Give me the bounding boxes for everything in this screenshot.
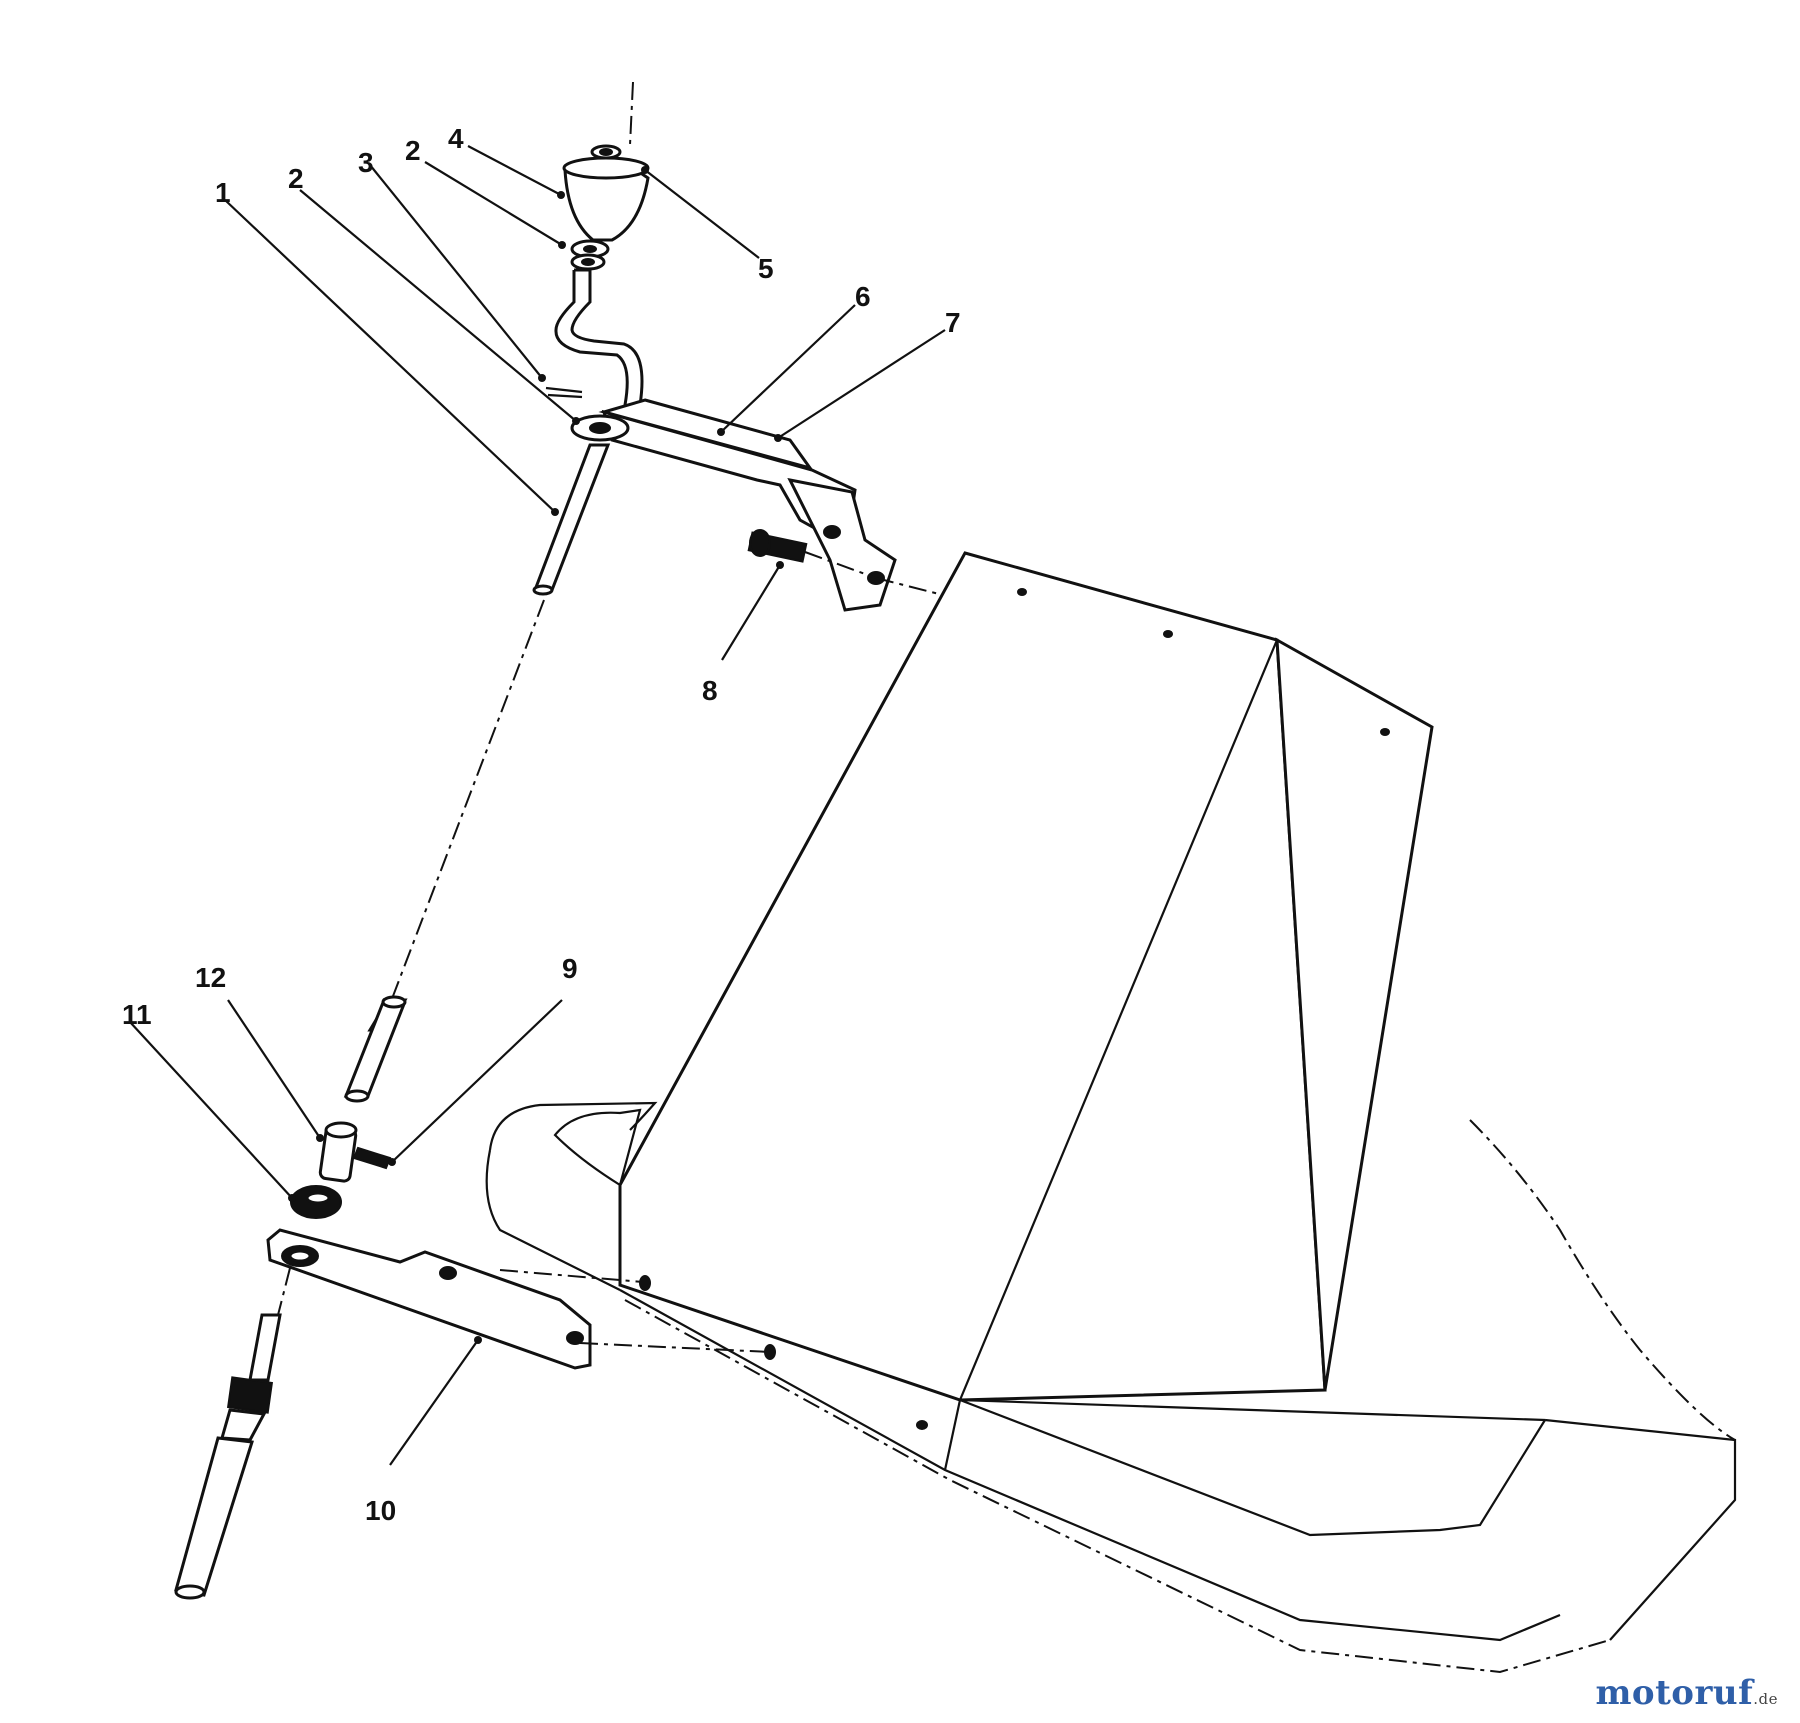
watermark-logo: motoruf.de [1595, 1673, 1778, 1713]
callout-9: 9 [562, 953, 578, 984]
callout-7: 7 [945, 307, 961, 338]
callout-11: 11 [122, 999, 152, 1030]
watermark-tld: .de [1753, 1690, 1778, 1708]
bolt-8 [747, 529, 808, 563]
callout-5: 5 [758, 253, 774, 284]
callout-labels: 1 2 3 2 4 5 6 7 8 9 10 11 12 [122, 123, 961, 1526]
mower-deck-outline [485, 1101, 1737, 1674]
callout-4: 4 [448, 123, 464, 154]
callout-12: 12 [195, 962, 226, 993]
callout-2b: 2 [405, 135, 421, 166]
cable-fitting [220, 1376, 274, 1442]
chute-housing [618, 551, 1546, 1471]
callout-8: 8 [702, 675, 718, 706]
leader-lines [129, 145, 946, 1466]
lower-linkage [174, 995, 776, 1600]
watermark-brand: motoruf [1595, 1673, 1754, 1713]
callout-3: 3 [358, 147, 374, 178]
control-lever-assembly [381, 81, 944, 1026]
callout-1: 1 [215, 177, 231, 208]
callout-10: 10 [365, 1495, 396, 1526]
callout-2a: 2 [288, 163, 304, 194]
callout-6: 6 [855, 281, 871, 312]
